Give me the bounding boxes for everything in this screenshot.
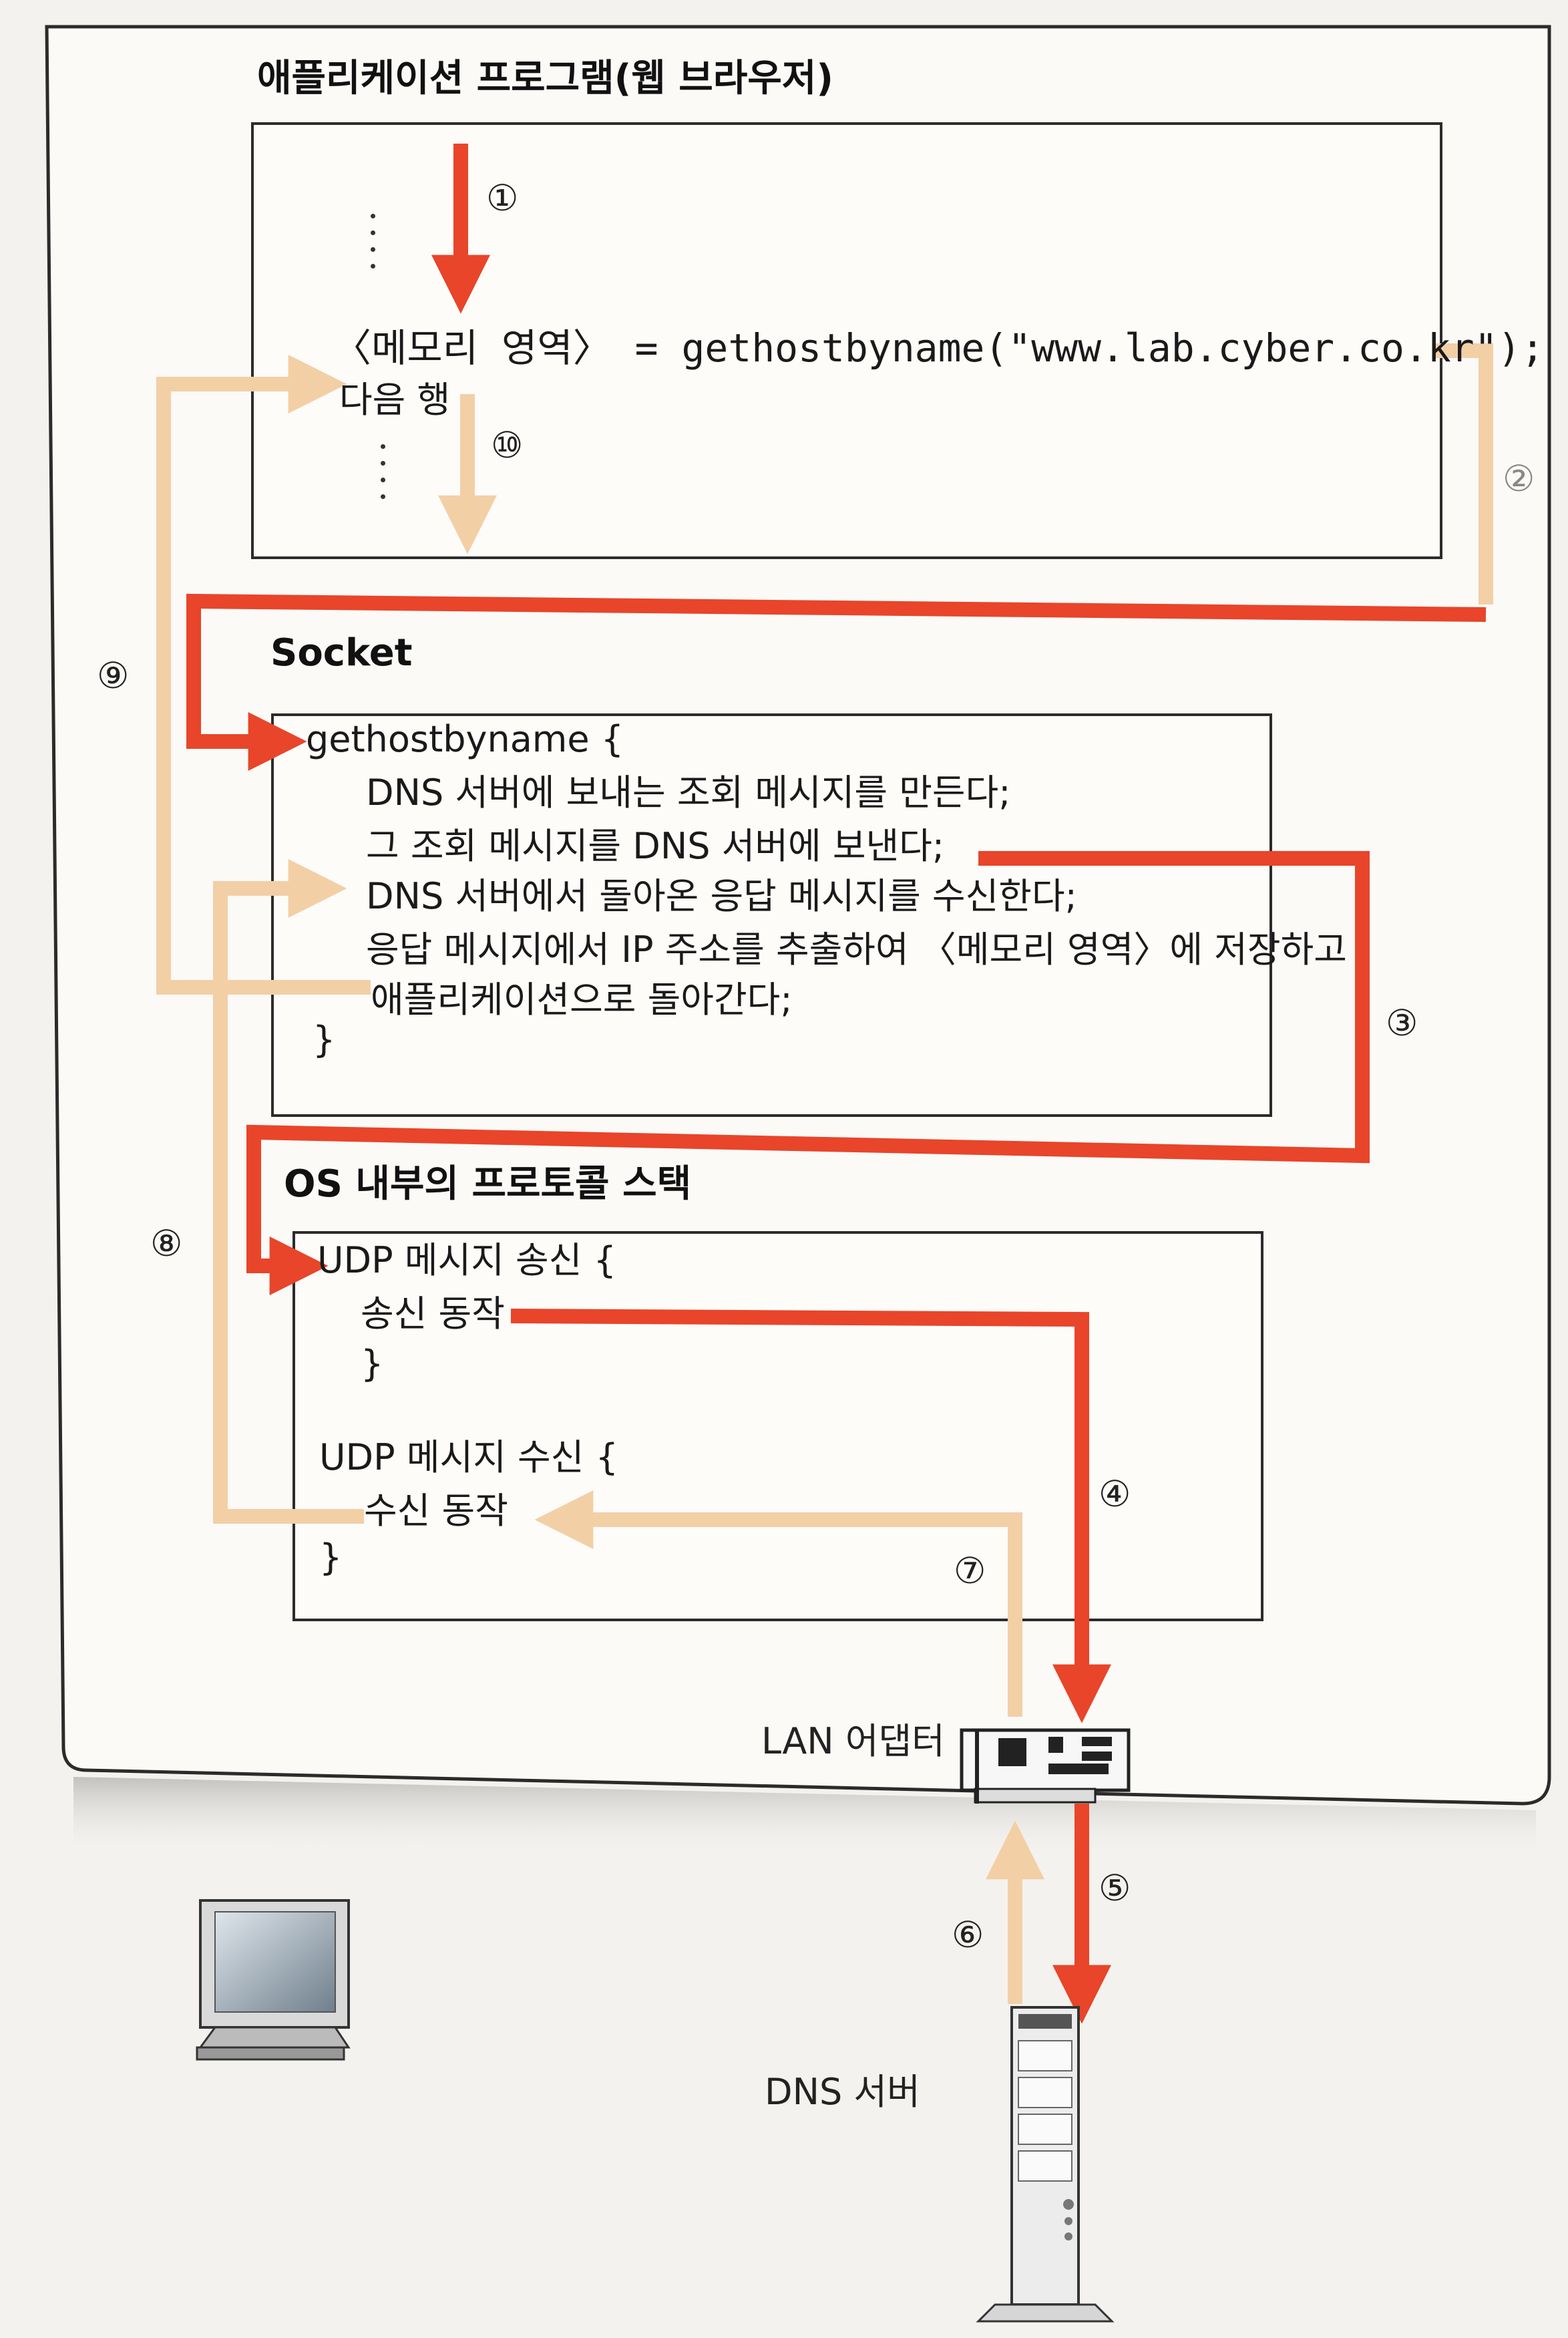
udp-send-close: } [361, 1343, 384, 1385]
step-1: ① [486, 177, 519, 219]
step-8: ⑧ [150, 1222, 183, 1265]
socket-line-7: } [313, 1019, 336, 1061]
dns-server-label: DNS 서버 [765, 2071, 920, 2113]
socket-box [271, 713, 1272, 1117]
udp-recv-action: 수신 동작 [364, 1490, 508, 1532]
step-4: ④ [1099, 1473, 1131, 1515]
udp-send-action: 송신 동작 [361, 1293, 505, 1335]
step-2: ② [1503, 458, 1535, 500]
arrow-9 [156, 355, 371, 995]
arrow-2a [1432, 343, 1493, 605]
computer-shadow [73, 1777, 1536, 1857]
step-10: ⑩ [491, 424, 524, 466]
app-program-title: 애플리케이션 프로그램(웹 브라우저) [257, 57, 833, 100]
udp-recv-header: UDP 메시지 수신 { [319, 1436, 618, 1478]
lan-adapter-label: LAN 어댑터 [761, 1720, 945, 1762]
arrow-3 [246, 851, 1370, 1295]
app-box [251, 122, 1442, 559]
step-9: ⑨ [97, 655, 130, 697]
arrow-2 [186, 593, 1487, 771]
socket-line-1: gethostbyname { [306, 718, 624, 760]
ellipsis-bottom [381, 444, 386, 511]
os-box [292, 1231, 1263, 1621]
step-3: ③ [1386, 1002, 1418, 1044]
ellipsis-top [371, 214, 376, 281]
arrow-4 [510, 1309, 1111, 1723]
gethostbyname-call: 〈메모리 영역〉 = gethostbyname("www.lab.cyber.… [333, 325, 1545, 371]
step-6: ⑥ [952, 1914, 984, 1956]
socket-line-5: 응답 메시지에서 IP 주소를 추출하여 〈메모리 영역〉에 저장하고 [366, 929, 1347, 971]
udp-recv-close: } [319, 1536, 343, 1578]
step-5: ⑤ [1099, 1867, 1131, 1909]
next-line-label: 다음 행 [339, 379, 451, 421]
client-monitor-icon [196, 1899, 351, 2061]
socket-line-3: 그 조회 메시지를 DNS 서버에 보낸다; [366, 825, 945, 867]
arrow-7 [534, 1490, 1022, 1717]
step-7: ⑦ [954, 1550, 986, 1592]
socket-line-6: 애플리케이션으로 돌아간다; [371, 979, 793, 1021]
socket-line-4: DNS 서버에서 돌아온 응답 메시지를 수신한다; [366, 875, 1077, 917]
lan-adapter-icon [960, 1728, 1131, 1804]
socket-title: Socket [270, 631, 413, 675]
udp-send-header: UDP 메시지 송신 { [317, 1239, 616, 1281]
dns-server-icon [976, 2006, 1115, 2323]
socket-line-2: DNS 서버에 보내는 조회 메시지를 만든다; [366, 772, 1011, 814]
arrow-8 [213, 859, 364, 1524]
os-stack-title: OS 내부의 프로토콜 스택 [284, 1162, 692, 1206]
